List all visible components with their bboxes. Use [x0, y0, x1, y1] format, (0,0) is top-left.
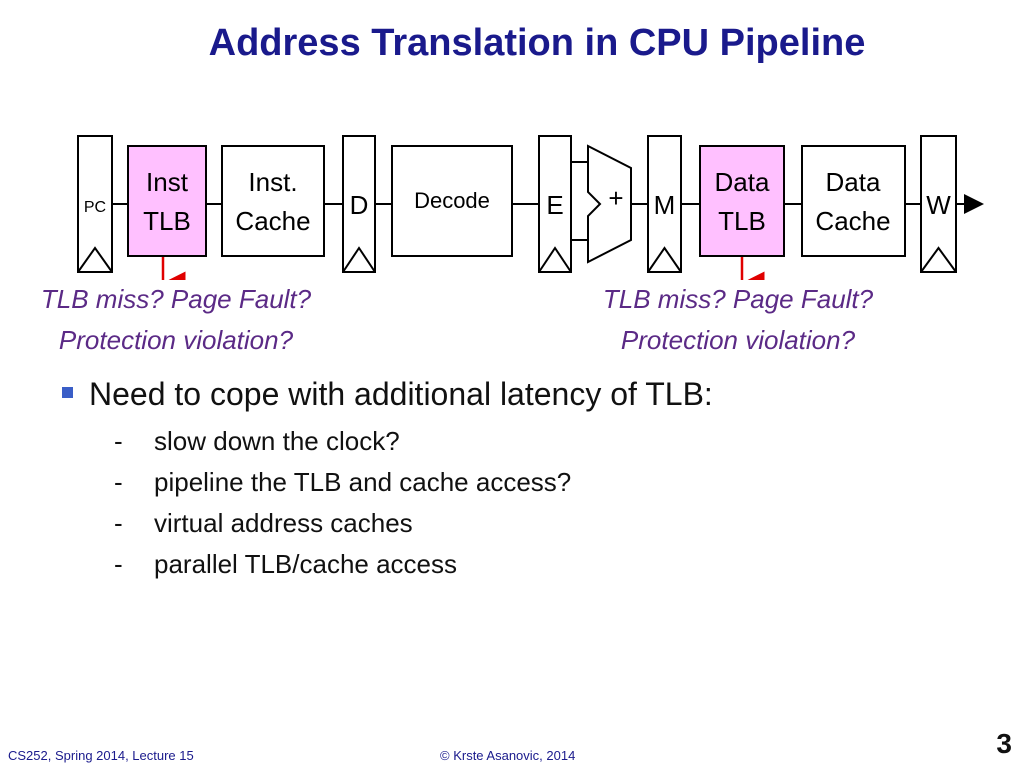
sub-bullet-text: slow down the clock?	[154, 426, 400, 456]
inst-tlb-exception-note: TLB miss? Page Fault? Protection violati…	[16, 279, 336, 361]
data-cache-label-line1: Data	[826, 167, 881, 197]
decode-label: Decode	[414, 188, 490, 213]
pc-label: PC	[84, 199, 106, 216]
data-tlb-note-line2: Protection violation?	[620, 325, 856, 355]
footer-course: CS252, Spring 2014, Lecture 15	[8, 748, 194, 763]
sub-bullet-text: pipeline the TLB and cache access?	[154, 467, 572, 497]
sub-bullet: - virtual address caches	[114, 508, 413, 539]
data-tlb-box: Data TLB	[699, 145, 785, 257]
dash-marker: -	[114, 426, 123, 456]
d-register: D	[342, 135, 376, 273]
square-bullet-icon	[62, 387, 73, 398]
data-tlb-label-line2: TLB	[718, 206, 766, 236]
main-bullet: Need to cope with additional latency of …	[62, 376, 713, 413]
data-tlb-exception-note: TLB miss? Page Fault? Protection violati…	[578, 279, 898, 361]
pipeline-diagram: PC Inst TLB Inst. Cache D Decode E + M	[77, 135, 984, 280]
inst-cache-label-line1: Inst.	[248, 167, 297, 197]
data-cache-label-line2: Cache	[815, 206, 890, 236]
data-tlb-note-line1: TLB miss? Page Fault?	[602, 284, 874, 314]
inst-tlb-note-line2: Protection violation?	[58, 325, 294, 355]
footer-copyright: © Krste Asanovic, 2014	[440, 748, 576, 763]
e-label: E	[546, 190, 563, 220]
dash-marker: -	[114, 549, 123, 579]
alu-adder: +	[587, 144, 632, 264]
dash-marker: -	[114, 508, 123, 538]
inst-cache-label-line2: Cache	[235, 206, 310, 236]
sub-bullet: - pipeline the TLB and cache access?	[114, 467, 571, 498]
dash-marker: -	[114, 467, 123, 497]
page-number: 3	[996, 728, 1012, 759]
connecting-wires	[112, 161, 984, 241]
w-label: W	[926, 190, 951, 220]
data-tlb-label-line1: Data	[715, 167, 770, 197]
decode-box: Decode	[391, 145, 513, 257]
inst-tlb-note-line1: TLB miss? Page Fault?	[40, 284, 312, 314]
inst-tlb-label-line1: Inst	[146, 167, 189, 197]
main-bullet-text: Need to cope with additional latency of …	[89, 376, 713, 412]
m-register: M	[647, 135, 682, 273]
inst-tlb-box: Inst TLB	[127, 145, 207, 257]
m-label: M	[654, 190, 676, 220]
sub-bullet: - parallel TLB/cache access	[114, 549, 457, 580]
inst-cache-box: Inst. Cache	[221, 145, 325, 257]
d-label: D	[350, 190, 369, 220]
slide-title: Address Translation in CPU Pipeline	[208, 22, 866, 64]
sub-bullet: - slow down the clock?	[114, 426, 400, 457]
alu-plus-label: +	[608, 183, 623, 213]
pc-register: PC	[77, 135, 113, 273]
sub-bullet-text: virtual address caches	[154, 508, 413, 538]
w-register: W	[920, 135, 957, 273]
sub-bullet-text: parallel TLB/cache access	[154, 549, 458, 579]
e-register: E	[538, 135, 572, 273]
data-cache-box: Data Cache	[801, 145, 906, 257]
inst-tlb-label-line2: TLB	[143, 206, 191, 236]
